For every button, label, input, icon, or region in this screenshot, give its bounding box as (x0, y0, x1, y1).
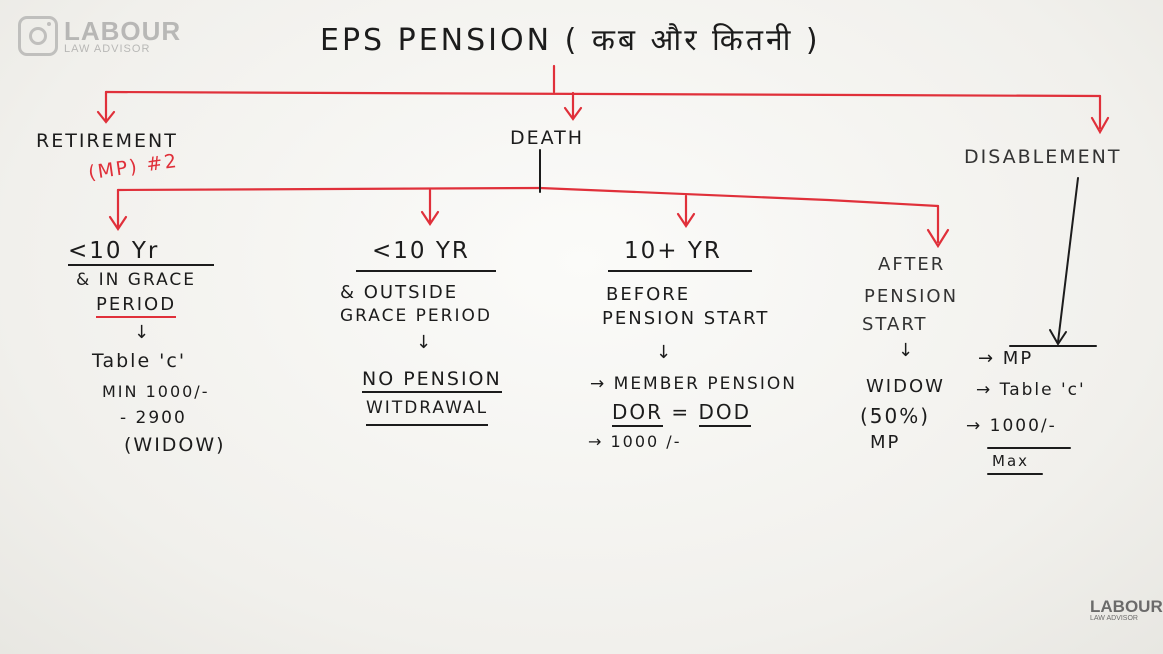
case3-dor: DOR (612, 400, 664, 427)
case4-line4: WIDOW (866, 376, 945, 397)
case2-arrow: ↓ (416, 332, 434, 353)
case1-line6: (WIDOW) (124, 434, 226, 456)
diagram-title: EPS PENSION ( कब और कितनी ) (320, 23, 821, 58)
disablement-item: → 1000/- (966, 416, 1057, 436)
case2-head-underline (356, 268, 496, 272)
retirement-label: RETIREMENT (36, 130, 178, 152)
case4-line3: START (862, 314, 928, 335)
instagram-icon (18, 16, 58, 56)
death-label: DEATH (510, 127, 585, 149)
case1-line1: & IN GRACE (76, 270, 197, 290)
disablement-label: DISABLEMENT (964, 146, 1122, 168)
case3-head: 10+ YR (624, 238, 722, 264)
case1-line4: MIN 1000/- (102, 382, 210, 401)
case2-line4: WITDRAWAL (366, 398, 489, 426)
case1-line5: - 2900 (120, 408, 187, 428)
case3-line2: PENSION START (602, 308, 770, 329)
case3-arrow: ↓ (656, 342, 674, 363)
case1-line3: Table 'c' (92, 350, 187, 372)
logo-word: LABOUR (64, 15, 182, 46)
case3-equals: = (671, 400, 691, 424)
case3-line5: → 1000 /- (588, 432, 682, 451)
case2-line1: & OUTSIDE (340, 282, 459, 303)
case4-line1: AFTER (878, 254, 946, 275)
disablement-item: Max (992, 452, 1030, 470)
watermark-word: LABOUR (1090, 597, 1163, 616)
case2-head: <10 YR (372, 238, 470, 264)
disablement-item: → Table 'c' (976, 380, 1086, 400)
case4-line6: MP (870, 432, 901, 453)
watermark-logo: LABOUR LAW ADVISOR (1090, 598, 1163, 622)
case1-head: <10 Yr (68, 238, 160, 264)
case4-line2: PENSION (864, 286, 959, 307)
disablement-item: → MP (978, 348, 1034, 369)
case4-arrow: ↓ (898, 340, 916, 361)
case4-line5: (50%) (860, 404, 931, 428)
case2-line2: GRACE PERIOD (340, 306, 492, 326)
case1-arrow: ↓ (134, 322, 152, 343)
case1-head-underline (68, 262, 214, 266)
channel-logo: LABOUR LAW ADVISOR (18, 16, 181, 56)
logo-subword: LAW ADVISOR (64, 42, 151, 55)
case3-head-underline (608, 268, 752, 272)
case3-line1: BEFORE (606, 284, 691, 305)
case1-line2: PERIOD (96, 294, 177, 318)
case2-line3: NO PENSION (362, 368, 502, 393)
case3-line3: → MEMBER PENSION (590, 374, 797, 394)
watermark-subword: LAW ADVISOR (1090, 615, 1138, 622)
case3-dod: DOD (698, 400, 752, 427)
